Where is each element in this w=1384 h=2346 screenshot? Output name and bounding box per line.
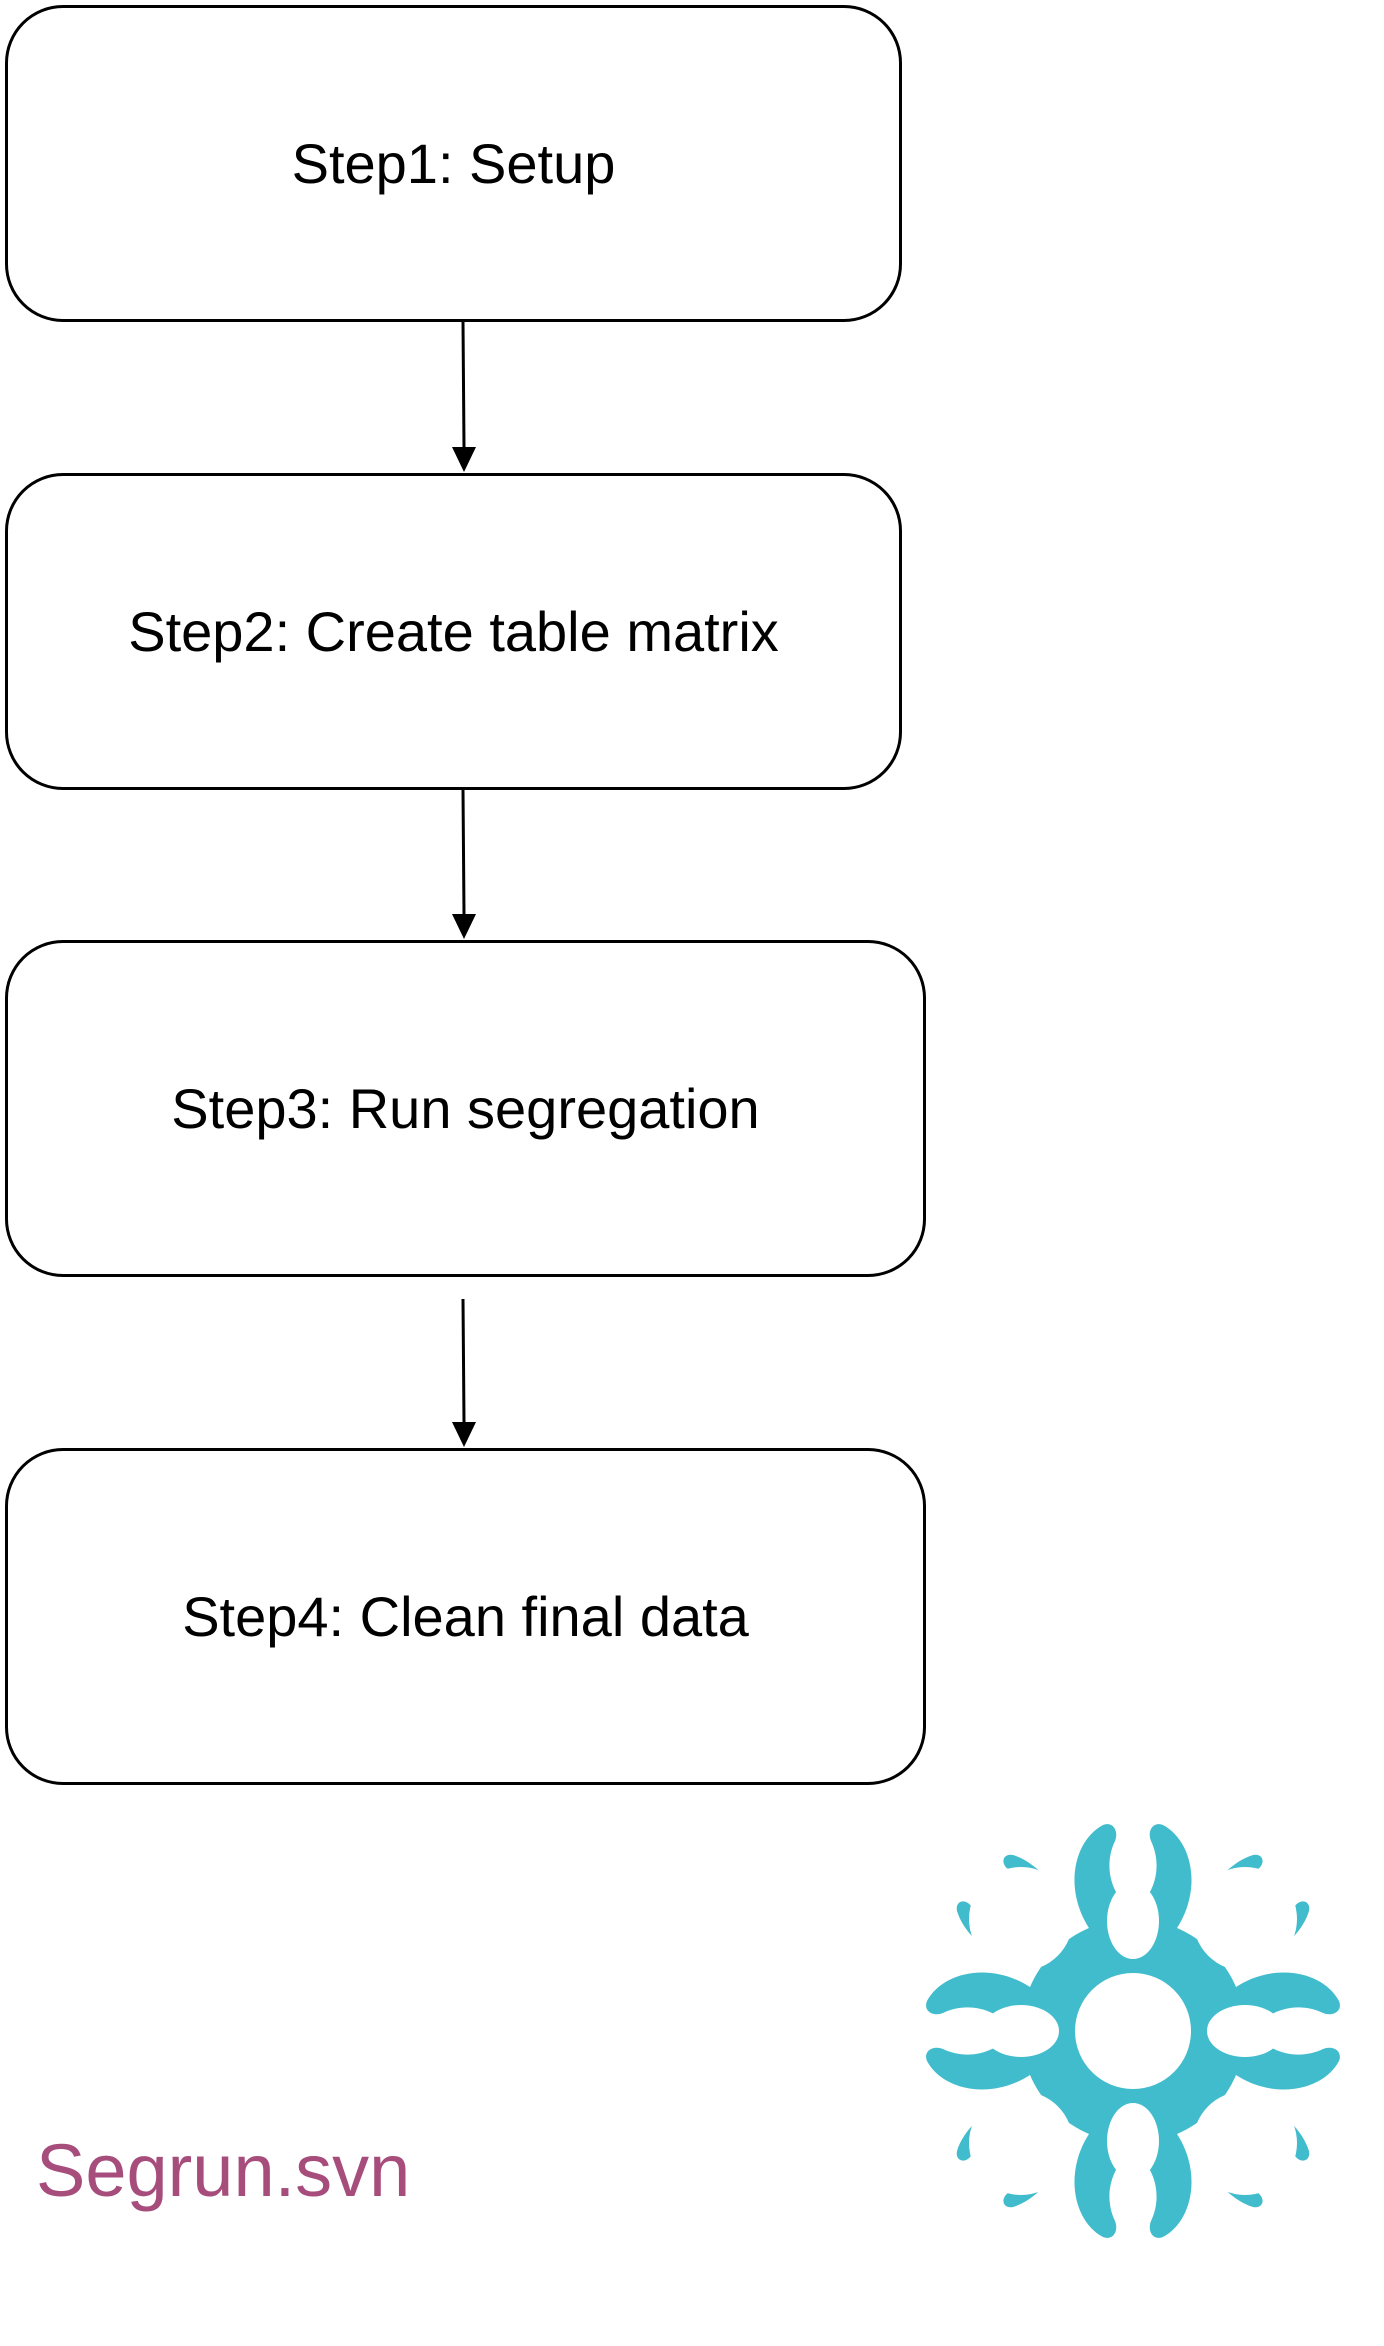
step-2-label: Step2: Create table matrix xyxy=(128,600,779,663)
brand-name: Segrun.svn xyxy=(36,2129,411,2212)
arrow-step1-to-step2 xyxy=(452,321,476,472)
step-3-box: Step3: Run segregation xyxy=(5,940,926,1277)
step-1-label: Step1: Setup xyxy=(291,132,616,195)
step-3-label: Step3: Run segregation xyxy=(171,1077,760,1140)
step-1-box: Step1: Setup xyxy=(5,5,902,322)
step-4-box: Step4: Clean final data xyxy=(5,1448,926,1785)
snowflake-flower-logo-icon xyxy=(926,1824,1340,2238)
arrow-step3-to-step4 xyxy=(452,1298,476,1447)
step-2-box: Step2: Create table matrix xyxy=(5,473,902,790)
arrow-step2-to-step3 xyxy=(452,789,476,939)
step-4-label: Step4: Clean final data xyxy=(182,1585,749,1648)
